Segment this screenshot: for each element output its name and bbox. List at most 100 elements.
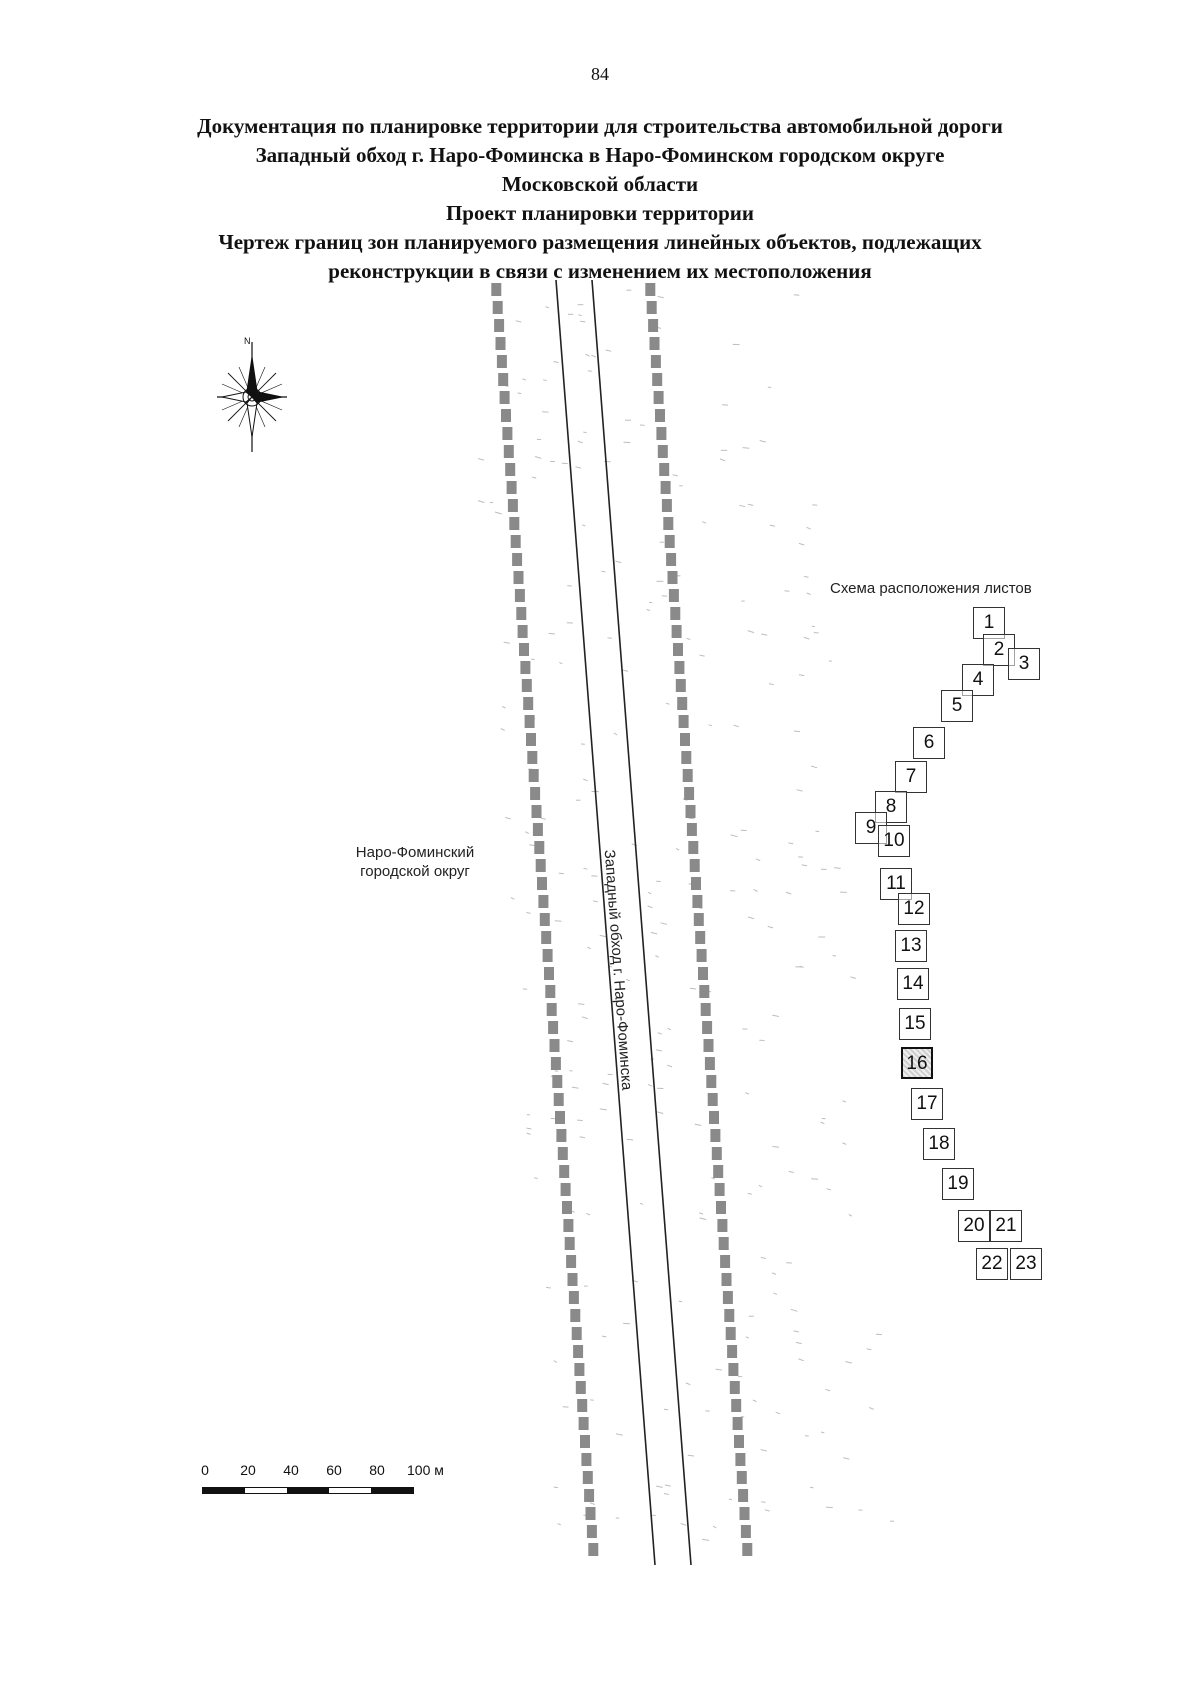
map-texture-speck xyxy=(799,965,804,968)
zone-boundary-segment xyxy=(566,1255,577,1268)
map-texture-speck xyxy=(602,1082,609,1086)
zone-boundary-segment xyxy=(517,625,528,638)
map-texture-speck xyxy=(842,1100,847,1103)
map-texture-speck xyxy=(613,732,618,736)
map-texture-speck xyxy=(567,585,572,587)
zone-boundary-segment xyxy=(491,283,502,296)
zone-boundary-segment xyxy=(530,787,541,800)
zone-boundary-segment xyxy=(650,355,661,368)
district-label: Наро-Фоминский городской округ xyxy=(330,843,500,881)
zone-boundary-segment xyxy=(700,1003,711,1016)
zone-boundary-segment xyxy=(531,805,542,818)
document-header: Документация по планировке территории дл… xyxy=(100,112,1100,286)
map-texture-speck xyxy=(753,888,758,892)
map-texture-speck xyxy=(553,1360,558,1363)
map-texture-speck xyxy=(599,934,607,938)
zone-boundary-segment xyxy=(571,1327,582,1340)
map-texture-speck xyxy=(686,637,691,641)
map-texture-speck xyxy=(760,1449,767,1452)
map-texture-speck xyxy=(785,891,792,895)
map-texture-speck xyxy=(639,1202,644,1205)
zone-boundary-segment xyxy=(570,1309,581,1322)
map-texture-speck xyxy=(660,922,668,925)
sheet-12: 12 xyxy=(898,893,930,925)
zone-boundary-segment xyxy=(538,895,549,908)
zone-boundary-segment xyxy=(686,823,697,836)
map-texture-speck xyxy=(715,1368,722,1371)
map-texture-speck xyxy=(477,458,485,461)
map-texture-speck xyxy=(577,440,583,444)
map-texture-speck xyxy=(747,630,755,634)
map-texture-speck xyxy=(554,920,562,922)
map-texture-speck xyxy=(806,592,811,595)
map-texture-speck xyxy=(663,1493,669,1495)
map-texture-speck xyxy=(788,842,794,845)
map-texture-speck xyxy=(712,1525,717,1529)
zone-boundary-segment xyxy=(555,1111,565,1124)
zone-boundary-segment xyxy=(689,859,700,872)
sheet-5: 5 xyxy=(941,690,973,722)
map-texture-speck xyxy=(601,570,606,573)
map-texture-speck xyxy=(580,320,586,323)
map-texture-speck xyxy=(848,1214,853,1217)
map-texture-speck xyxy=(801,864,808,867)
map-texture-speck xyxy=(656,1485,663,1488)
sheet-13: 13 xyxy=(895,930,927,962)
zone-boundary-segment xyxy=(740,1525,751,1538)
map-texture-speck xyxy=(675,847,680,851)
zone-boundary-segment xyxy=(667,571,678,584)
map-texture-speck xyxy=(582,524,586,527)
map-texture-speck xyxy=(557,1523,562,1526)
sheet-scheme-title: Схема расположения листов xyxy=(830,580,1032,597)
zone-boundary-segment xyxy=(523,697,534,710)
zone-boundary-segment xyxy=(688,841,699,854)
map-texture-speck xyxy=(586,1212,591,1216)
zone-boundary-segment xyxy=(692,895,703,908)
zone-boundary-segment xyxy=(560,1183,571,1196)
map-texture-speck xyxy=(680,1523,687,1526)
sheet-10: 10 xyxy=(878,825,910,857)
map-texture-speck xyxy=(664,1408,669,1411)
zone-boundary-segment xyxy=(727,1345,738,1358)
map-texture-speck xyxy=(581,1016,588,1020)
zone-boundary-segment xyxy=(729,1381,740,1394)
map-texture-speck xyxy=(579,1136,586,1139)
zone-boundary-segment xyxy=(546,1003,557,1016)
sheet-6: 6 xyxy=(913,727,945,759)
zone-boundary-segment xyxy=(731,1399,742,1412)
map-texture-speck xyxy=(494,511,502,515)
map-texture-speck xyxy=(845,1361,852,1364)
zone-boundary-segment xyxy=(718,1237,729,1250)
map-texture-speck xyxy=(575,466,582,469)
zone-boundary-segment xyxy=(673,643,683,656)
map-texture-speck xyxy=(760,1256,766,1259)
map-texture-speck xyxy=(655,1049,663,1052)
sheet-3: 3 xyxy=(1008,648,1040,680)
map-texture-speck xyxy=(811,1178,819,1180)
zone-boundary-segment xyxy=(503,445,514,458)
zone-boundary-segment xyxy=(494,319,505,332)
map-texture-speck xyxy=(803,636,810,640)
map-texture-speck xyxy=(559,661,563,665)
zone-boundary-segment xyxy=(562,1201,572,1214)
map-texture-speck xyxy=(587,370,592,372)
zone-boundary-segment xyxy=(660,481,671,494)
map-texture-speck xyxy=(869,1407,874,1410)
map-texture-speck xyxy=(667,1027,672,1031)
map-texture-speck xyxy=(773,1292,778,1295)
zone-boundary-segment xyxy=(495,337,506,350)
zone-boundary-segment xyxy=(735,1453,746,1466)
zone-boundary-segment xyxy=(568,1291,579,1304)
zone-boundary-segment xyxy=(550,1057,561,1070)
map-texture-speck xyxy=(784,590,790,592)
map-texture-speck xyxy=(583,778,588,782)
zone-boundary-segment xyxy=(739,1507,750,1520)
zone-boundary-segment xyxy=(502,427,513,440)
zone-boundary-segment xyxy=(514,589,525,602)
district-label-line-1: Наро-Фоминский xyxy=(355,844,475,861)
map-texture-speck xyxy=(805,1435,809,1437)
sheet-19: 19 xyxy=(942,1168,974,1200)
scale-labels: 0 20 40 60 80 100 м xyxy=(195,1462,455,1480)
zone-boundary-segment xyxy=(520,661,531,674)
sheet-23: 23 xyxy=(1010,1248,1042,1280)
